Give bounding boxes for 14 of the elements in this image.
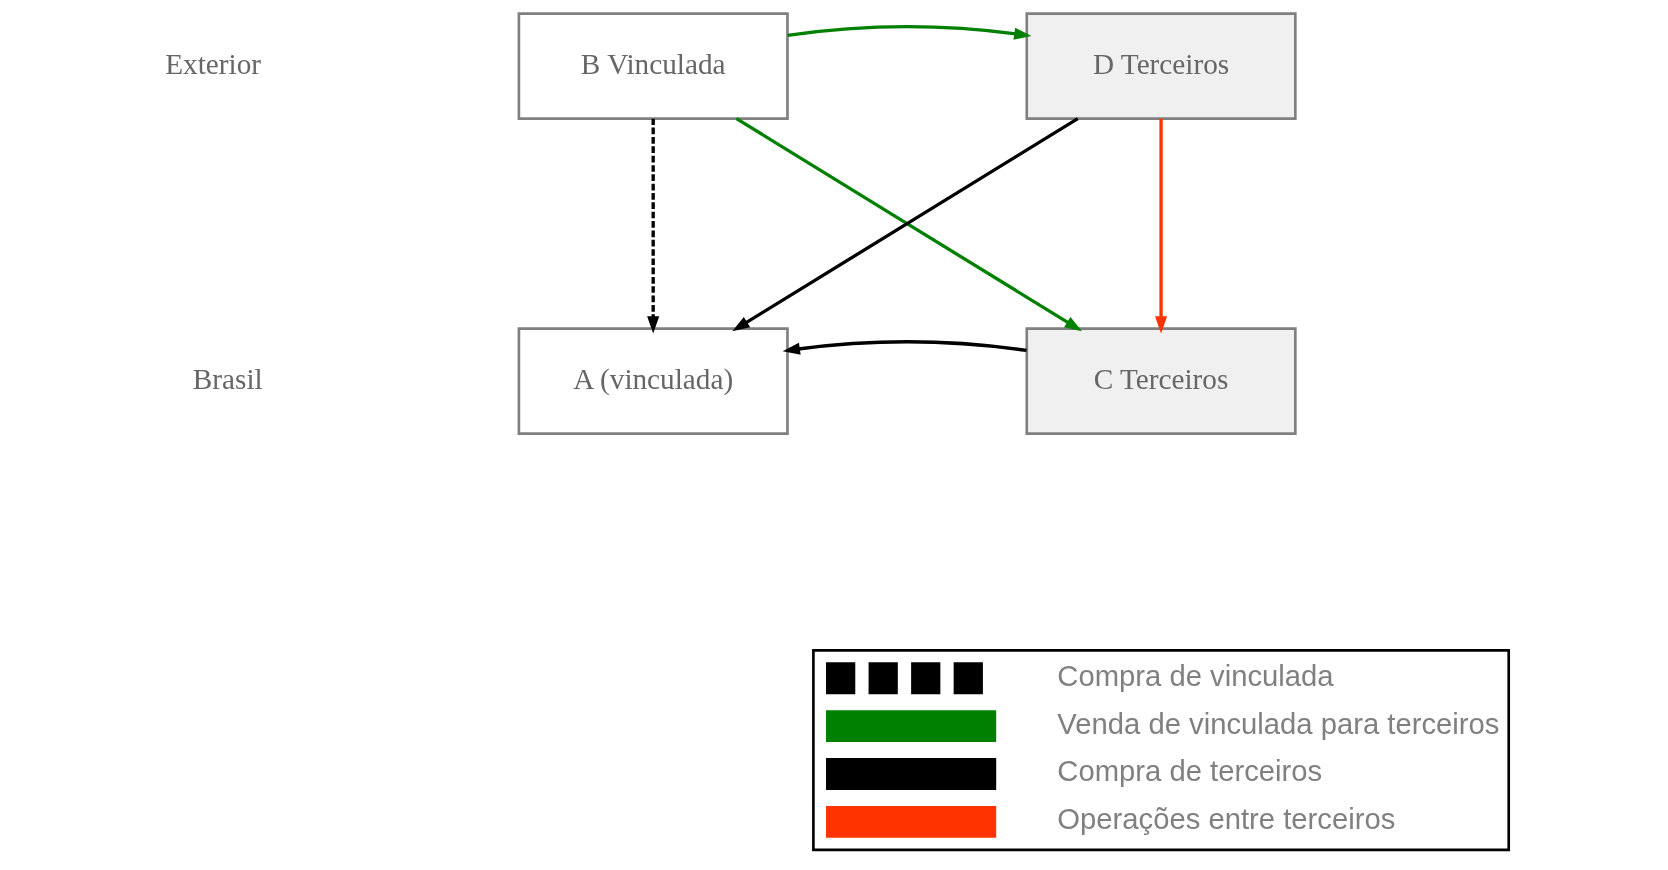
arrow <box>782 340 1027 355</box>
arrow <box>787 25 1032 40</box>
arrow <box>647 118 660 334</box>
arrow <box>1155 118 1168 334</box>
label: Brasil <box>192 362 263 395</box>
node-box: A (vinculada) <box>517 327 789 435</box>
legend-label: Operações entre terceiros <box>1057 803 1396 836</box>
node-box: B Vinculada <box>517 12 789 120</box>
node-box: D Terceiros <box>1025 12 1297 120</box>
node-box: C Terceiros <box>1025 327 1297 435</box>
label: Exterior <box>165 47 262 80</box>
legend-label: Compra de vinculada <box>1057 659 1334 692</box>
legend-label: Venda de vinculada para terceiros <box>1057 707 1500 740</box>
legend-label: Compra de terceiros <box>1057 755 1323 788</box>
